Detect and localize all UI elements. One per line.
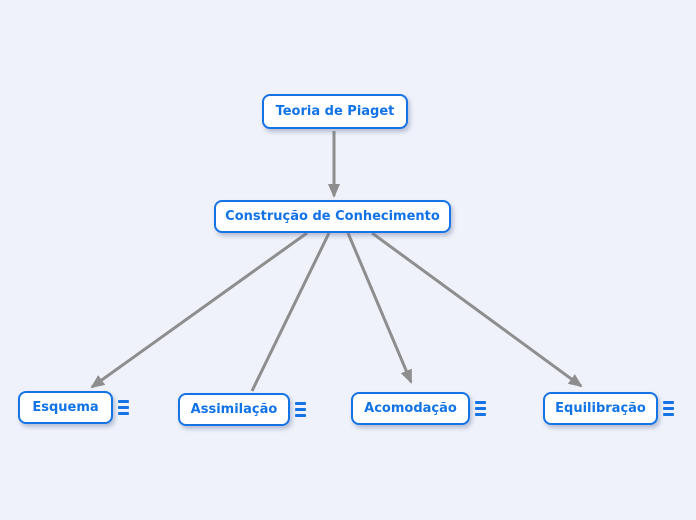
connector-construcao-de-conhecimento-to-assimilacao (250, 232, 331, 392)
mindmap-node-assimilacao[interactable]: Assimilação (178, 393, 290, 426)
mindmap-node-esquema[interactable]: Esquema (18, 391, 113, 424)
menu-bar (118, 406, 129, 409)
mindmap-node-construcao-de-conhecimento[interactable]: Construção de Conhecimento (214, 200, 451, 233)
node-menu-icon[interactable] (118, 400, 130, 415)
node-menu-icon[interactable] (663, 401, 675, 416)
menu-bar (475, 401, 486, 404)
mindmap-node-teoria-de-piaget[interactable]: Teoria de Piaget (262, 94, 408, 129)
menu-bar (295, 408, 306, 411)
node-menu-icon[interactable] (295, 402, 307, 417)
connector-construcao-de-conhecimento-to-esquema (90, 231, 308, 389)
menu-bar (118, 412, 129, 415)
node-label: Equilibração (555, 401, 646, 416)
menu-bar (295, 414, 306, 417)
menu-bar (295, 402, 306, 405)
menu-bar (663, 407, 674, 410)
mindmap-node-acomodacao[interactable]: Acomodação (351, 392, 470, 425)
connector-construcao-de-conhecimento-to-acomodacao (346, 232, 413, 384)
menu-bar (663, 413, 674, 416)
node-menu-icon[interactable] (475, 401, 487, 416)
menu-bar (475, 407, 486, 410)
menu-bar (475, 413, 486, 416)
node-label: Teoria de Piaget (275, 104, 395, 119)
node-label: Acomodação (364, 401, 457, 416)
node-label: Esquema (32, 400, 99, 415)
node-label: Assimilação (190, 402, 278, 417)
node-label: Construção de Conhecimento (225, 209, 440, 224)
menu-bar (663, 401, 674, 404)
menu-bar (118, 400, 129, 403)
mindmap-node-equilibracao[interactable]: Equilibração (543, 392, 658, 425)
connector-construcao-de-conhecimento-to-equilibracao (371, 231, 583, 388)
